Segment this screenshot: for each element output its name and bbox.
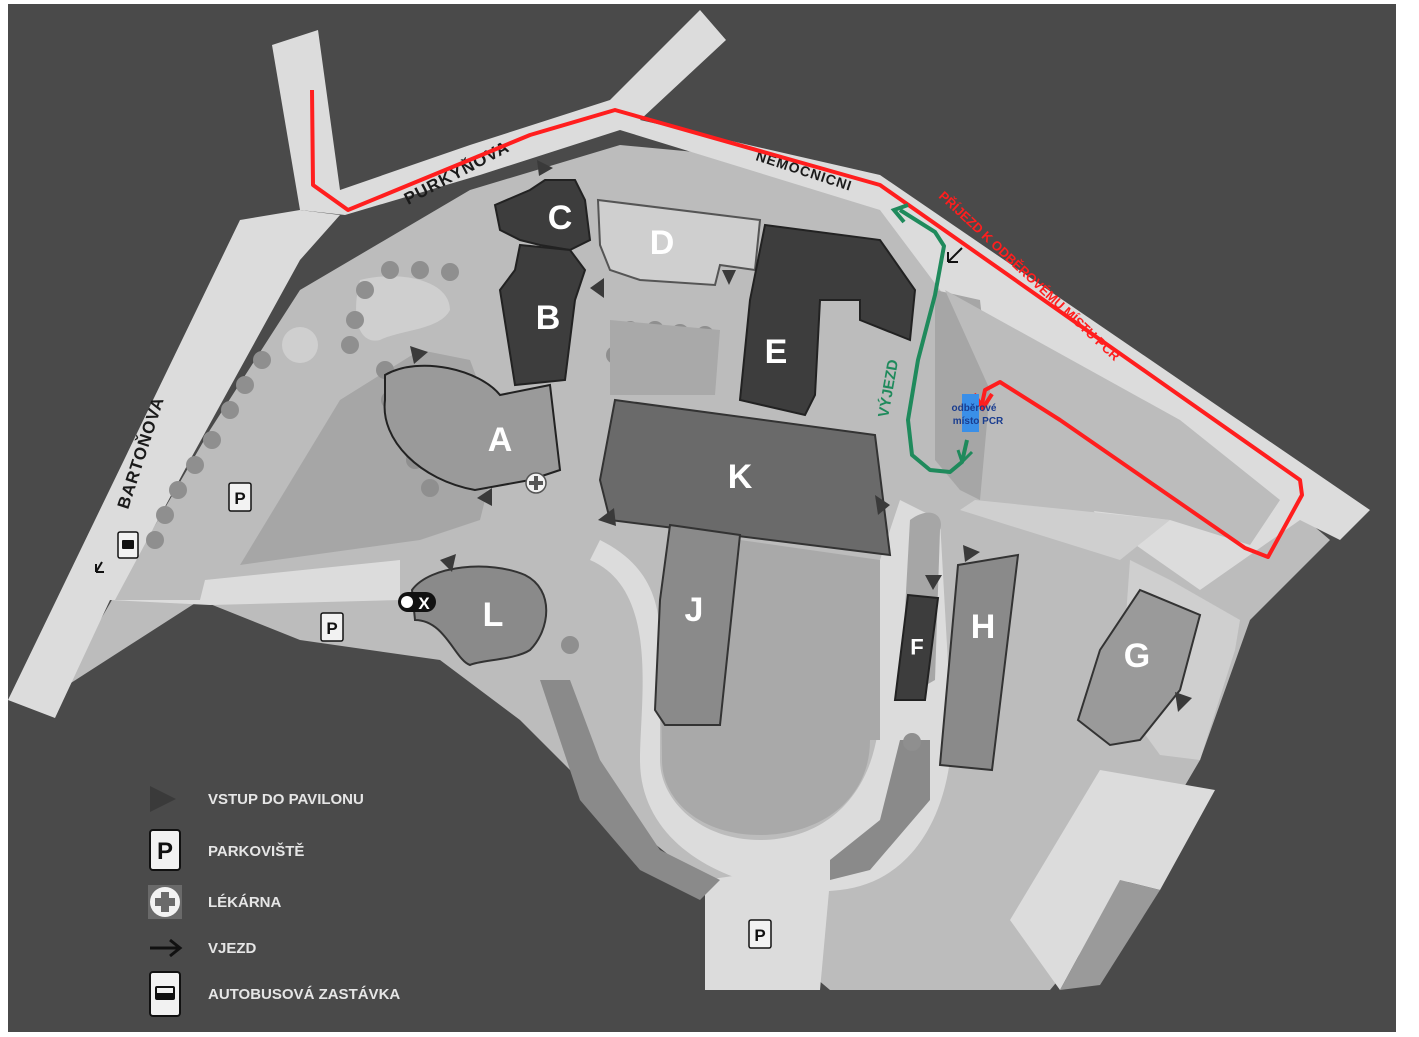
entrance-triangle-icon <box>925 575 942 590</box>
entrance-triangle-icon <box>537 160 553 176</box>
exit-route <box>898 208 969 474</box>
legend-label-entrance: VSTUP DO PAVILONU <box>208 791 364 808</box>
building-h-label: H <box>971 608 996 646</box>
building-k-label: K <box>728 458 753 496</box>
pcr-site-label-line1: odběrové <box>951 403 996 414</box>
building-f[interactable] <box>893 593 940 701</box>
entry-arrow-icon <box>150 938 183 958</box>
entrance-triangle-icon <box>410 346 428 364</box>
parking-icon: P <box>149 829 181 871</box>
building-a-label: A <box>488 421 513 459</box>
svg-text:X: X <box>418 594 430 613</box>
exit-route-arrowhead-bottom <box>956 449 974 465</box>
building-l-label: L <box>483 596 504 634</box>
entrance-triangle-icon <box>598 508 616 526</box>
pcr-site-marker[interactable] <box>962 394 979 432</box>
building-e[interactable] <box>738 223 917 417</box>
legend-label-pharmacy: LÉKÁRNA <box>208 894 281 911</box>
svg-text:P: P <box>234 489 245 508</box>
building-l[interactable] <box>410 565 548 667</box>
building-c-label: C <box>548 199 573 237</box>
legend-label-bus-stop: AUTOBUSOVÁ ZASTÁVKA <box>208 986 400 1003</box>
building-g[interactable] <box>1076 588 1202 747</box>
exit-route-arrowhead-top <box>890 203 909 224</box>
building-c[interactable] <box>493 179 592 252</box>
legend-label-entry: VJEZD <box>208 940 257 957</box>
building-b-label: B <box>536 299 561 337</box>
entrance-triangle-icon <box>1175 692 1192 712</box>
entrance-triangle-icon <box>875 495 890 515</box>
building-h[interactable] <box>938 553 1020 772</box>
building-g-label: G <box>1124 637 1150 675</box>
bus-stop-marker[interactable] <box>117 531 139 559</box>
entry-arrow-icon <box>947 247 963 263</box>
lower-right-lot <box>1010 770 1215 990</box>
parking-marker[interactable]: P <box>320 612 344 642</box>
svg-text:P: P <box>754 926 765 945</box>
parking-marker[interactable]: P <box>228 482 252 512</box>
building-b[interactable] <box>498 243 587 387</box>
entrance-triangle-icon <box>150 786 176 812</box>
entrance-triangle-icon <box>477 488 492 506</box>
entrance-triangle-icon <box>440 554 456 572</box>
parking-marker[interactable]: P <box>748 919 772 949</box>
svg-text:P: P <box>326 619 337 638</box>
building-j-label: J <box>685 591 704 629</box>
entry-arrow-icon <box>95 561 104 573</box>
building-d[interactable] <box>596 198 762 287</box>
svg-text:P: P <box>157 838 173 865</box>
pcr-site-label-line2: místo PCR <box>953 416 1004 427</box>
entrance-triangle-icon <box>722 270 736 285</box>
entrance-markers <box>410 160 1192 712</box>
pharmacy-cross-icon <box>148 885 182 919</box>
building-k[interactable] <box>598 398 892 557</box>
building-d-label: D <box>650 224 675 262</box>
loop-road <box>590 500 952 892</box>
road-bartonova <box>8 210 400 718</box>
building-j[interactable] <box>653 523 742 726</box>
building-f-label: F <box>910 635 923 660</box>
no-entry-marker: X <box>398 592 436 613</box>
pharmacy-marker[interactable] <box>525 472 547 494</box>
building-e-label: E <box>765 333 788 371</box>
arrival-route <box>310 89 1304 559</box>
legend-label-parking: PARKOVIŠTĚ <box>208 842 304 860</box>
entrance-triangle-icon <box>590 278 604 298</box>
entrance-triangle-icon <box>963 545 980 562</box>
bus-stop-icon <box>149 971 181 1017</box>
legend: VSTUP DO PAVILONU P PARKOVIŠTĚ LÉKÁRNA V… <box>148 786 400 1017</box>
